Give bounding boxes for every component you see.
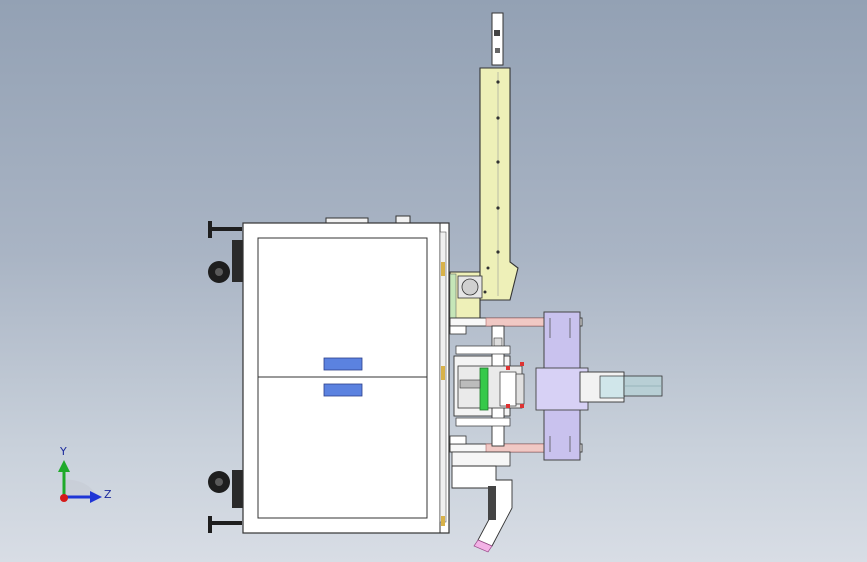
y-axis-label: Y: [59, 445, 67, 458]
caster-wheel-bottom: [208, 470, 244, 508]
leveling-foot-bottom: [208, 516, 242, 533]
linear-actuator: [579, 371, 663, 403]
carriage-plate: [535, 311, 589, 461]
caster-wheel-top: [208, 240, 244, 283]
cabinet-top-bracket: [325, 217, 369, 224]
middle-assembly: [453, 325, 525, 447]
z-axis-label: Z: [104, 488, 112, 501]
cabinet-top-switch: [395, 215, 411, 224]
lower-angled-arm: [451, 451, 513, 553]
vertical-arm: [449, 12, 519, 319]
cabinet-label-lower: [323, 383, 363, 397]
y-axis-arrow-icon: [58, 460, 70, 472]
upper-rail: [449, 317, 583, 335]
cabinet-body: [242, 222, 450, 534]
x-axis-dot-icon: [60, 494, 68, 502]
coordinate-triad: Y Z: [58, 445, 112, 503]
leveling-foot-top: [208, 221, 242, 238]
z-axis-arrow-icon: [90, 491, 102, 503]
cabinet-label-upper: [323, 357, 363, 371]
